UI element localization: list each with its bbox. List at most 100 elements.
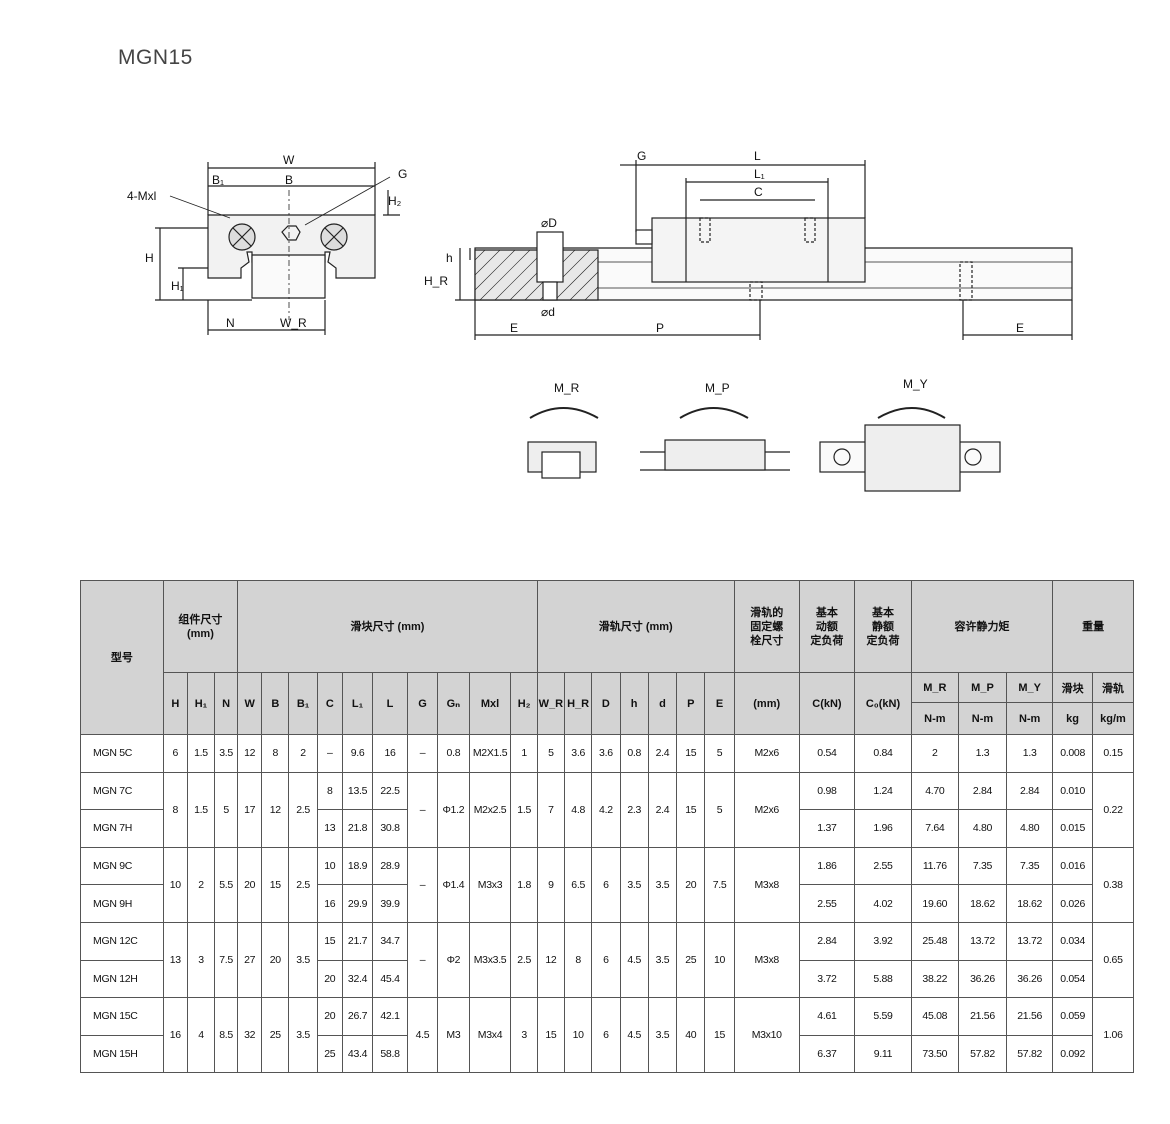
subheader-cell: W_R bbox=[536, 672, 566, 735]
subheader-cell: L bbox=[372, 672, 408, 735]
value-cell: 2 bbox=[288, 734, 318, 773]
value-cell: 29.9 bbox=[341, 884, 374, 923]
value-cell: 0.8 bbox=[437, 734, 470, 773]
model-cell: MGN 12C bbox=[80, 921, 164, 961]
value-cell: 45.4 bbox=[372, 959, 408, 999]
value-cell: 1.3 bbox=[1006, 734, 1054, 773]
value-cell: 16 bbox=[162, 997, 188, 1074]
subheader-cell: B bbox=[261, 672, 290, 735]
value-cell: 4.5 bbox=[406, 997, 439, 1074]
value-cell: 3.5 bbox=[214, 734, 239, 773]
value-cell: 25 bbox=[261, 997, 290, 1074]
value-cell: 25 bbox=[676, 921, 706, 999]
value-cell: 7.35 bbox=[1006, 846, 1054, 886]
header-moment: 容许静力矩 bbox=[910, 580, 1054, 673]
spec-table: 型号 组件尺寸 (mm) 滑块尺寸 (mm) 滑轨尺寸 (mm) 滑轨的 固定螺… bbox=[80, 580, 1134, 1074]
value-cell: 7.5 bbox=[214, 921, 239, 999]
value-cell: 3.6 bbox=[591, 734, 621, 773]
value-cell: 5 bbox=[536, 734, 566, 773]
subheader-cell: N bbox=[214, 672, 239, 735]
value-cell: 1.3 bbox=[957, 734, 1008, 773]
subheader-cell: Gₙ bbox=[437, 672, 470, 735]
value-cell: 17 bbox=[237, 771, 263, 848]
technical-drawings: W B₁ B G H₂ 4-Mxl H H₁ N W_R G L L₁ C ⌀D… bbox=[127, 149, 1073, 492]
value-cell: 6 bbox=[591, 997, 621, 1074]
value-cell: M2x6 bbox=[733, 771, 800, 848]
value-cell: 21.8 bbox=[341, 809, 374, 848]
moment-diagrams bbox=[527, 407, 1001, 492]
dim-H: H bbox=[145, 251, 154, 265]
value-cell: 6 bbox=[162, 734, 188, 773]
value-cell: 13.5 bbox=[341, 771, 374, 811]
value-cell: 10 bbox=[564, 997, 593, 1074]
model-cell: MGN 9H bbox=[80, 884, 164, 923]
value-cell: 3 bbox=[510, 997, 538, 1074]
value-cell: 28.9 bbox=[372, 846, 408, 886]
subheader-cell: C₀(kN) bbox=[854, 672, 912, 735]
page-title: MGN15 bbox=[118, 46, 193, 69]
value-cell: 38.22 bbox=[910, 959, 959, 999]
value-cell: 1 bbox=[510, 734, 538, 773]
value-cell: 2.5 bbox=[288, 846, 318, 923]
value-cell: 0.15 bbox=[1092, 734, 1134, 773]
value-cell: 13.72 bbox=[1006, 921, 1054, 961]
value-cell: 3.5 bbox=[647, 921, 678, 999]
header-bolt: 滑轨的 固定螺 栓尺寸 bbox=[733, 580, 800, 673]
subheader-cell: L₁ bbox=[341, 672, 374, 735]
value-cell: 5.5 bbox=[214, 846, 239, 923]
value-cell: 22.5 bbox=[372, 771, 408, 811]
value-cell: – bbox=[316, 734, 343, 773]
subheader-cell: H₂ bbox=[510, 672, 538, 735]
value-cell: 1.24 bbox=[854, 771, 912, 811]
value-cell: 8 bbox=[316, 771, 343, 811]
value-cell: 7 bbox=[536, 771, 566, 848]
value-cell: 18.62 bbox=[1006, 884, 1054, 923]
value-cell: 20 bbox=[676, 846, 706, 923]
value-cell: 15 bbox=[261, 846, 290, 923]
value-cell: 27 bbox=[237, 921, 263, 999]
value-cell: 15 bbox=[676, 771, 706, 848]
value-cell: 8 bbox=[564, 921, 593, 999]
value-cell: 6 bbox=[591, 921, 621, 999]
value-cell: M3 bbox=[437, 997, 470, 1074]
value-cell: 2.55 bbox=[854, 846, 912, 886]
value-cell: 10 bbox=[704, 921, 735, 999]
value-cell: M3x8 bbox=[733, 846, 800, 923]
value-cell: 5 bbox=[704, 734, 735, 773]
value-cell: M2X1.5 bbox=[468, 734, 512, 773]
dim-C: C bbox=[754, 185, 763, 199]
value-cell: 2.5 bbox=[510, 921, 538, 999]
value-cell: 0.22 bbox=[1092, 771, 1134, 848]
value-cell: 32.4 bbox=[341, 959, 374, 999]
value-cell: 2.3 bbox=[619, 771, 649, 848]
unit-cell: N-m bbox=[1006, 702, 1054, 735]
subheader-cell: C bbox=[316, 672, 343, 735]
subheader-cell: d bbox=[647, 672, 678, 735]
value-cell: 3.5 bbox=[288, 997, 318, 1074]
value-cell: 2.4 bbox=[647, 771, 678, 848]
value-cell: 13.72 bbox=[957, 921, 1008, 961]
value-cell: 2 bbox=[910, 734, 959, 773]
subheader-cell: H bbox=[162, 672, 188, 735]
value-cell: 13 bbox=[316, 809, 343, 848]
value-cell: 0.010 bbox=[1052, 771, 1093, 811]
value-cell: 10 bbox=[316, 846, 343, 886]
value-cell: 1.5 bbox=[510, 771, 538, 848]
value-cell: 5 bbox=[214, 771, 239, 848]
subheader-cell: M_Y bbox=[1006, 672, 1054, 703]
value-cell: 0.092 bbox=[1052, 1034, 1093, 1074]
subheader-cell: H_R bbox=[564, 672, 593, 735]
header-model: 型号 bbox=[80, 580, 164, 735]
value-cell: 19.60 bbox=[910, 884, 959, 923]
subheader-cell: 滑块 bbox=[1052, 672, 1093, 703]
value-cell: 2.55 bbox=[798, 884, 856, 923]
value-cell: 9 bbox=[536, 846, 566, 923]
value-cell: 25 bbox=[316, 1034, 343, 1074]
value-cell: 1.5 bbox=[186, 734, 216, 773]
value-cell: 5.59 bbox=[854, 997, 912, 1036]
